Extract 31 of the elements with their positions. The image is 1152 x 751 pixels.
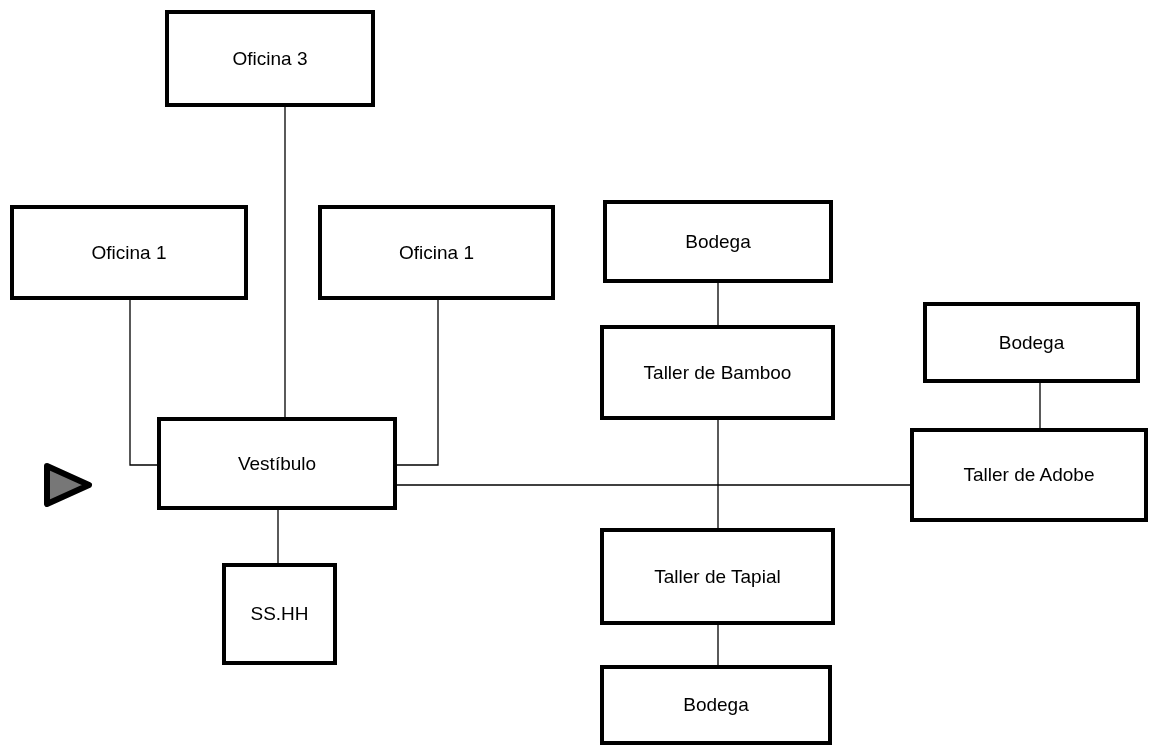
room-box <box>318 205 555 300</box>
room-box <box>10 205 248 300</box>
room-box <box>603 200 833 283</box>
connector-line <box>277 509 279 564</box>
room-box <box>165 10 375 107</box>
room-label: Bodega <box>683 693 749 717</box>
room-label: Taller de Bamboo <box>643 360 792 385</box>
room-box <box>157 417 397 510</box>
room-box <box>600 325 835 420</box>
connector-line <box>717 282 719 326</box>
room-label: Taller de Adobe <box>963 463 1095 487</box>
room-box <box>222 563 337 665</box>
room-label: Oficina 1 <box>399 240 474 265</box>
room-box <box>923 302 1140 383</box>
connector-line <box>129 299 158 466</box>
room-label: Vestíbulo <box>237 451 317 476</box>
room-label: Bodega <box>998 330 1065 355</box>
room-label: Oficina 3 <box>232 46 308 71</box>
room-box <box>600 665 832 745</box>
room-label: Bodega <box>685 229 751 254</box>
connector-line <box>1039 382 1041 429</box>
connector-line <box>396 299 439 466</box>
room-label: Oficina 1 <box>91 240 167 265</box>
connector-line <box>396 484 911 486</box>
connector-line <box>717 419 719 529</box>
room-box <box>600 528 835 625</box>
connector-line <box>717 624 719 666</box>
connector-line <box>284 106 286 418</box>
room-label: Taller de Tapial <box>654 564 781 589</box>
room-box <box>910 428 1148 522</box>
room-label: SS.HH <box>250 602 309 626</box>
